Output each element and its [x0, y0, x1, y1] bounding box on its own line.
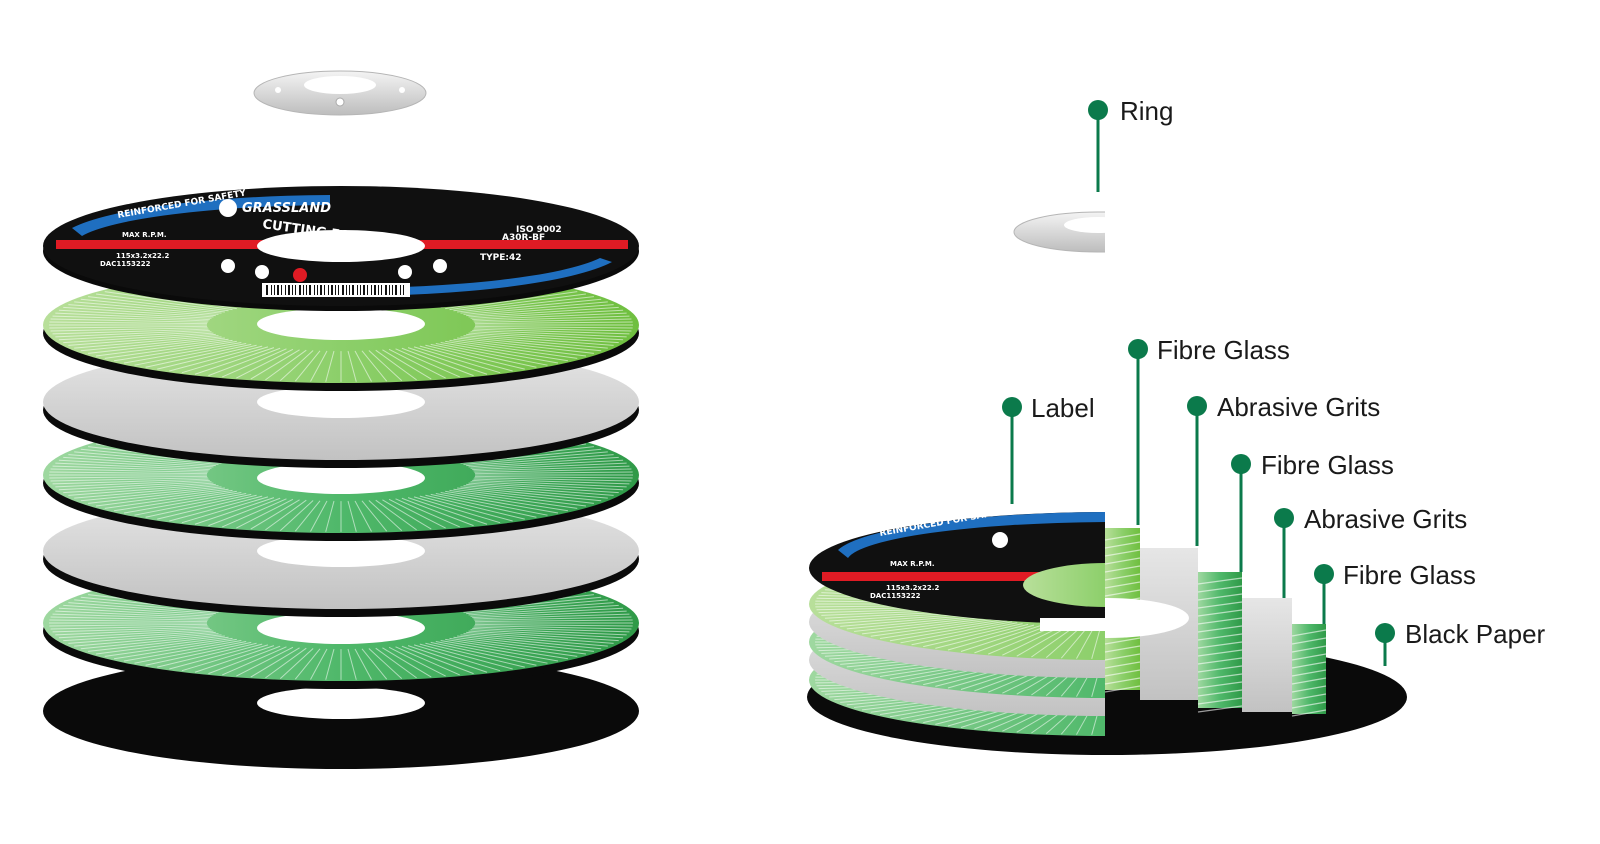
callout-dot-icon: [1314, 564, 1334, 584]
label-code-right: DAC1153222: [870, 592, 921, 600]
label-size-1-right: 115x3.2x22.2: [886, 584, 939, 592]
right-cutaway: REINFORCED FOR SAFETY MAX R.P.M. 115x3.2…: [807, 96, 1546, 755]
left-exploded-stack: REINFORCED FOR SAFETY GRASSLAND CUTTING …: [43, 70, 639, 769]
black-paper-disc-left: [43, 653, 639, 769]
label-speed-title-right: MAX R.P.M.: [890, 560, 935, 568]
brand-logo-icon: [219, 199, 237, 217]
callout-ring: Ring: [1088, 96, 1173, 192]
label-disc-left: REINFORCED FOR SAFETY GRASSLAND CUTTING …: [43, 186, 639, 311]
ring-right: [1013, 211, 1105, 253]
barcode-right: [1040, 618, 1105, 631]
callout-label: Fibre Glass: [1261, 450, 1394, 480]
callout-dot-icon: [1274, 508, 1294, 528]
callout-dot-icon: [1375, 623, 1395, 643]
callout-label: Black Paper: [1405, 619, 1546, 649]
callout-label: Abrasive Grits: [1217, 392, 1380, 422]
label-size-1: 115x3.2x22.2: [116, 252, 169, 260]
callout-abrasive-grits-2: Abrasive Grits: [1274, 504, 1467, 598]
callout-label: Fibre Glass: [1343, 560, 1476, 590]
brand-logo-icon-right: [992, 532, 1008, 548]
callout-fibre-glass-3: Fibre Glass: [1314, 560, 1476, 624]
label-type: TYPE:42: [480, 253, 522, 263]
callout-label: Fibre Glass: [1157, 335, 1290, 365]
callout-dot-icon: [1128, 339, 1148, 359]
callout-dot-icon: [1002, 397, 1022, 417]
callout-dot-icon: [1187, 396, 1207, 416]
callout-dot-icon: [1231, 454, 1251, 474]
safety-icons: [221, 259, 447, 282]
callout-label: Ring: [1120, 96, 1173, 126]
label-speed-title: MAX R.P.M.: [122, 231, 167, 239]
label-code: DAC1153222: [100, 260, 151, 268]
layer-stack-left-half: REINFORCED FOR SAFETY MAX R.P.M. 115x3.2…: [809, 506, 1105, 736]
callout-label: Label: [1031, 393, 1095, 423]
callout-dot-icon: [1088, 100, 1108, 120]
callout-fibre-glass-1: Fibre Glass: [1128, 335, 1290, 525]
callout-abrasive-grits-1: Abrasive Grits: [1187, 392, 1380, 546]
label-iso: ISO 9002: [516, 225, 562, 235]
ring-left: [253, 70, 427, 116]
label-brand: GRASSLAND: [242, 201, 331, 216]
stepped-cutaway: [1104, 528, 1327, 717]
label-spec: A30R-BF: [502, 233, 545, 243]
callout-black-paper: Black Paper: [1375, 619, 1546, 666]
callout-label: Abrasive Grits: [1304, 504, 1467, 534]
callout-fibre-glass-2: Fibre Glass: [1231, 450, 1394, 572]
callout-label: Label: [1002, 393, 1095, 504]
